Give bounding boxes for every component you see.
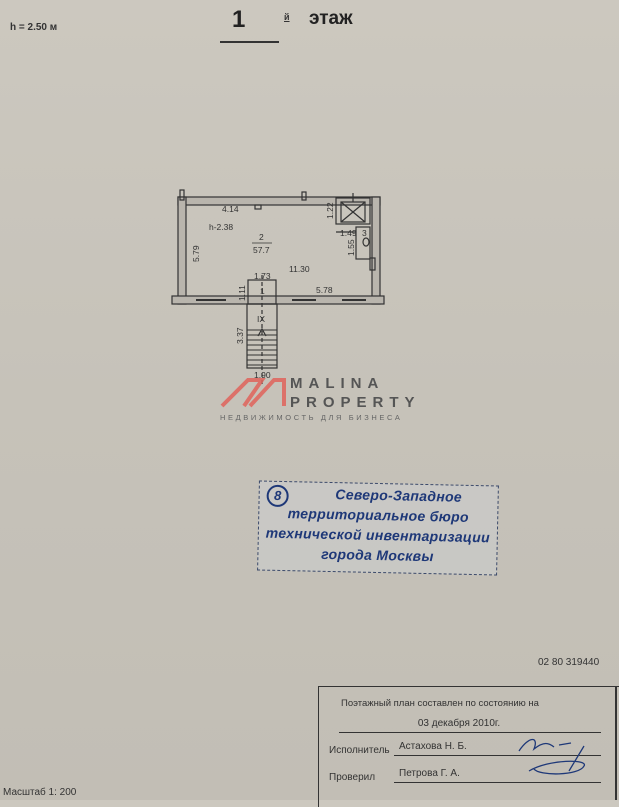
divider [394,782,601,783]
floor-suffix: й [284,12,290,22]
floor-plan-drawing: 4.14 h-2.38 2 57.7 5.79 11.30 1.73 5.78 … [171,189,385,408]
dim-bottom-right: 5.78 [316,285,333,295]
document-id: 02 80 319440 [538,657,600,668]
vestibule-number: 1 [260,286,265,296]
watermark-line1: MALINA [290,375,385,392]
dim-top-width: 4.14 [222,204,239,214]
floor-title: этаж [309,8,353,29]
plan-date: 03 декабря 2010г. [417,718,501,729]
dim-vestibule-depth: 1.11 [237,285,247,301]
stamp-line: технической инвентаризации [265,524,491,546]
wc-number: 3 [362,228,367,238]
checker-name: Петрова Г. А. [399,768,460,779]
stamp-line: города Москвы [321,545,434,565]
executor-name: Астахова Н. Б. [399,741,467,752]
room-height: h-2.38 [209,222,233,232]
watermark-line2: PROPERTY [290,394,421,411]
malina-logo-icon [220,378,286,408]
dim-wc-width: 1.49 [340,228,357,238]
info-block: Поэтажный план составлен по состоянию на… [318,686,619,807]
ceiling-height-label: h = 2.50 м [10,22,58,33]
dim-left-height: 5.79 [191,245,201,262]
dim-wc-height: 1.55 [346,239,356,256]
room-number: 2 [259,232,264,242]
bti-stamp: 8 Северо-Западное территориальное бюро т… [257,480,499,576]
dim-stair-width: 1.90 [254,370,271,380]
stair-label: IX [257,314,265,324]
dim-inner-length: 11.30 [289,264,310,274]
stamp-line: Северо-Западное [335,486,463,505]
watermark-subtitle: НЕДВИЖИМОСТЬ ДЛЯ БИЗНЕСА [220,413,403,422]
scale-label: Масштаб 1: 200 [3,787,77,798]
plan-statement: Поэтажный план составлен по состоянию на [341,698,539,709]
dim-vestibule-width: 1.73 [254,271,271,281]
signature-icon [518,738,585,775]
dim-shaft-height: 1.22 [325,202,335,219]
executor-label: Исполнитель [329,745,390,756]
floor-number-underline [220,41,279,43]
frame-edge [615,686,617,800]
floor-number: 1 [232,6,246,33]
stamp-line: территориальное бюро [287,505,469,525]
dim-stair-depth: 3.37 [235,327,245,344]
divider [394,755,601,756]
divider [339,732,601,733]
checker-label: Проверил [329,772,376,783]
room-area: 57.7 [253,245,270,255]
